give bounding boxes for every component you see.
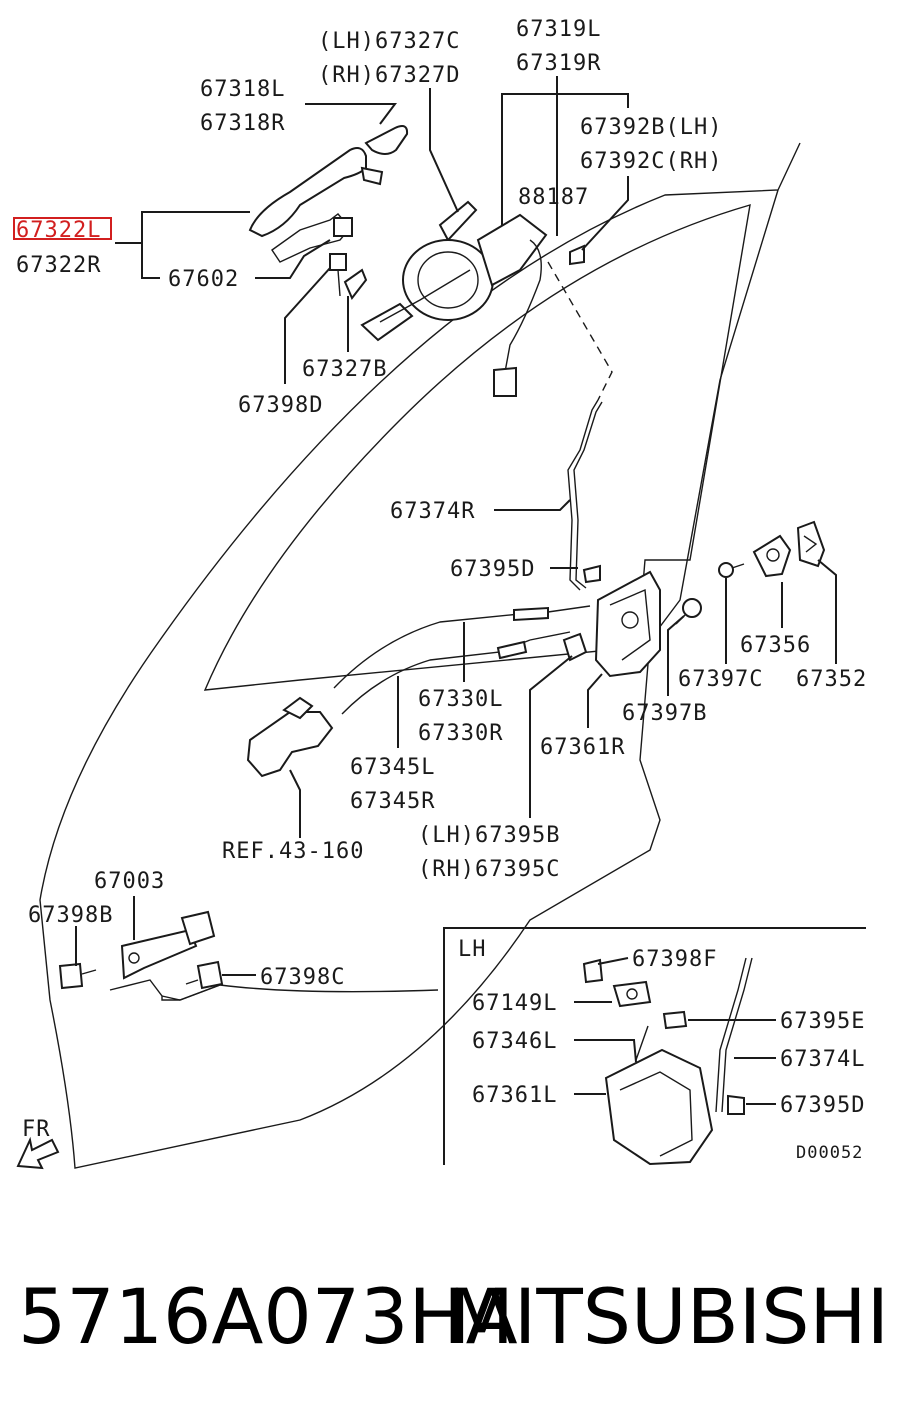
label-67398F: 67398F — [632, 947, 717, 972]
label-67003: 67003 — [94, 869, 165, 894]
label-67395E: 67395E — [780, 1009, 865, 1034]
label-67352: 67352 — [796, 667, 867, 692]
bolt-67398B — [58, 962, 97, 990]
check-leader — [161, 984, 439, 1001]
label-67398B: 67398B — [28, 903, 113, 928]
outside-handle-part — [248, 125, 409, 238]
screw-67398D — [329, 253, 347, 297]
screw-67397C — [718, 562, 745, 578]
label-67395D: 67395D — [450, 557, 535, 582]
label-67398D: 67398D — [238, 393, 323, 418]
label-67345R: 67345R — [350, 789, 435, 814]
inset-parts — [582, 957, 753, 1166]
label-67392C: 67392C(RH) — [580, 149, 722, 174]
label-67327C: (LH)67327C — [318, 29, 460, 54]
label-67602: 67602 — [168, 267, 239, 292]
cables-67330-67345 — [333, 605, 591, 715]
clip-67327B — [343, 268, 368, 300]
part-number: 5716A073HA — [18, 1272, 518, 1361]
label-ref-43-160: REF.43-160 — [222, 839, 364, 864]
label-67356: 67356 — [740, 633, 811, 658]
front-arrow-icon — [16, 1136, 60, 1170]
leader-lines — [75, 76, 837, 976]
label-67397C: 67397C — [678, 667, 763, 692]
label-67398C: 67398C — [260, 965, 345, 990]
door-handle-frame-part — [360, 213, 548, 342]
gasket-part — [438, 200, 478, 242]
label-67346L: 67346L — [472, 1029, 557, 1054]
label-67395B: (LH)67395B — [418, 823, 560, 848]
door-outline — [39, 142, 801, 1169]
striker-67356 — [752, 534, 792, 578]
label-67345L: 67345L — [350, 755, 435, 780]
label-67318L: 67318L — [200, 77, 285, 102]
label-88187: 88187 — [518, 185, 589, 210]
inset-leaders — [574, 957, 776, 1105]
label-67327B: 67327B — [302, 357, 387, 382]
door-check-67003 — [120, 910, 216, 980]
highlight-box — [13, 217, 112, 240]
label-67330L: 67330L — [418, 687, 503, 712]
label-67361R: 67361R — [540, 735, 625, 760]
label-67374R: 67374R — [390, 499, 475, 524]
label-67361L: 67361L — [472, 1083, 557, 1108]
cable-88187 — [493, 239, 542, 397]
label-inset-67395D: 67395D — [780, 1093, 865, 1118]
label-67319R: 67319R — [516, 51, 601, 76]
diagram-code: D00052 — [796, 1143, 863, 1163]
label-67322R: 67322R — [16, 253, 101, 278]
label-67327D: (RH)67327D — [318, 63, 460, 88]
brand-name: MITSUBISHI — [448, 1272, 889, 1361]
latch-assembly-67361R — [582, 564, 661, 678]
rod-67374R — [567, 399, 603, 591]
shim-67352 — [796, 520, 826, 568]
inset-title: LH — [458, 937, 487, 962]
front-marker-label: FR — [22, 1117, 51, 1142]
label-67149L: 67149L — [472, 991, 557, 1016]
bolt-67397B — [675, 598, 702, 625]
inset-box-lh — [443, 927, 866, 1165]
label-67395C: (RH)67395C — [418, 857, 560, 882]
label-67392B: 67392B(LH) — [580, 115, 722, 140]
label-67374L: 67374L — [780, 1047, 865, 1072]
dashed-guide — [547, 261, 613, 401]
inside-handle-ref — [246, 696, 334, 778]
grommet-67395B — [562, 632, 588, 662]
bolt-67398C — [185, 960, 224, 990]
label-67319L: 67319L — [516, 17, 601, 42]
label-67330R: 67330R — [418, 721, 503, 746]
label-67322L: 67322L — [16, 218, 101, 243]
label-67397B: 67397B — [622, 701, 707, 726]
handle-rod-part — [271, 213, 353, 263]
label-67318R: 67318R — [200, 111, 285, 136]
clip-67392 — [569, 244, 585, 266]
